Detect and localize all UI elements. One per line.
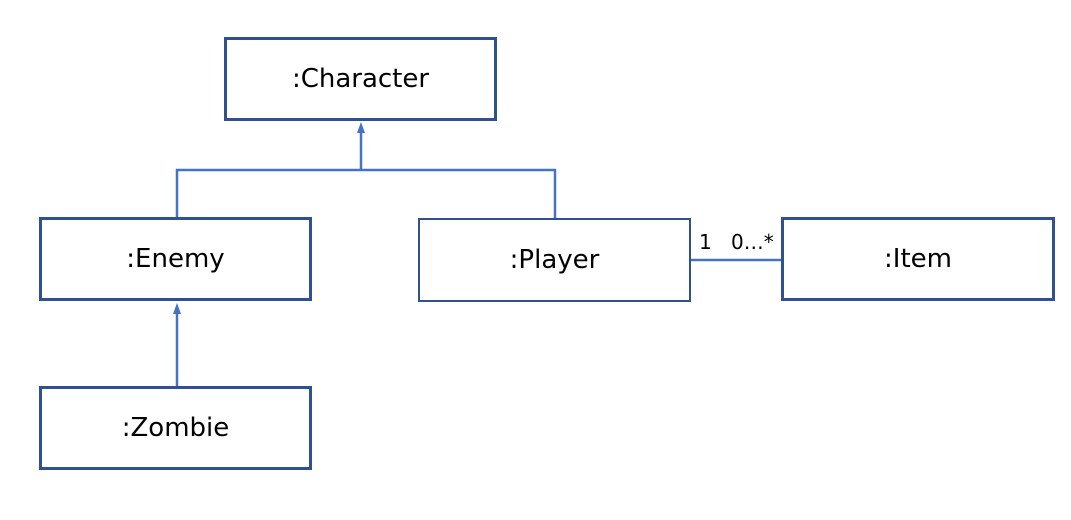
enemy-generalization-arrowhead bbox=[173, 303, 181, 314]
class-name-player: :Player bbox=[509, 245, 600, 275]
class-name-character: :Character bbox=[291, 64, 430, 94]
class-box-player[interactable]: :Player bbox=[418, 218, 691, 302]
class-box-enemy[interactable]: :Enemy bbox=[39, 217, 312, 301]
multiplicity-player-end: 1 bbox=[699, 230, 712, 254]
class-name-item: :Item bbox=[884, 244, 952, 274]
character-generalization-arrowhead bbox=[357, 122, 365, 133]
class-box-zombie[interactable]: :Zombie bbox=[39, 386, 312, 470]
class-box-item[interactable]: :Item bbox=[781, 217, 1055, 301]
multiplicity-item-end: 0…* bbox=[731, 230, 774, 254]
class-name-enemy: :Enemy bbox=[126, 244, 225, 274]
character-branch-line bbox=[175, 168, 557, 218]
class-name-zombie: :Zombie bbox=[121, 413, 230, 443]
class-box-character[interactable]: :Character bbox=[224, 37, 497, 121]
generalization-character-connector bbox=[175, 130, 557, 218]
